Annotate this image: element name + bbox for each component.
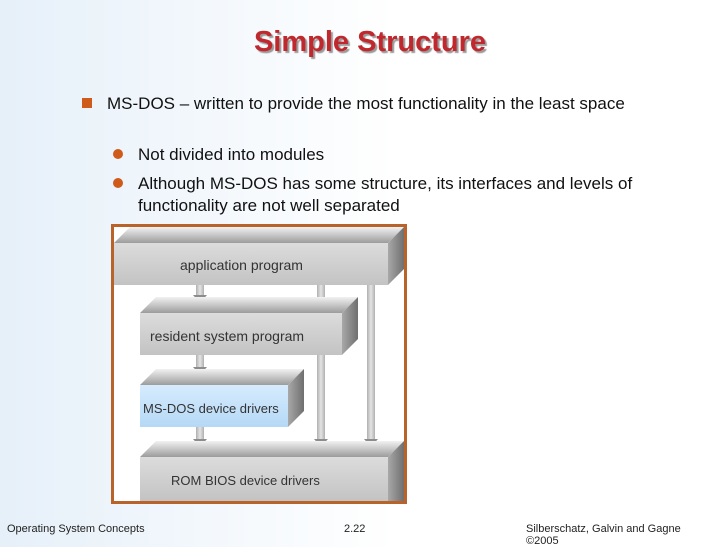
sub-bullet-text: Although MS-DOS has some structure, its … — [138, 174, 633, 215]
round-bullet-icon — [113, 178, 123, 188]
footer-authors: Silberschatz, Galvin and Gagne ©2005 — [526, 523, 681, 547]
layer-label-resident: resident system program — [150, 328, 305, 344]
layer-label-msdos-drivers: MS-DOS device drivers — [143, 401, 279, 416]
resident-system-program-layer — [140, 297, 358, 355]
layer-diagram-graphic — [114, 227, 404, 501]
layer-label-application: application program — [180, 257, 303, 273]
application-program-layer — [114, 227, 404, 285]
sub-bullet-text: Not divided into modules — [138, 145, 325, 164]
slide-title: Simple Structure — [253, 26, 487, 58]
footer-page-number: 2.22 — [344, 523, 366, 535]
rom-bios-device-drivers-layer — [140, 441, 404, 501]
footer-book-title: Operating System Concepts — [7, 523, 145, 535]
msdos-device-drivers-layer — [140, 369, 304, 427]
square-bullet-icon — [82, 98, 92, 108]
round-bullet-icon — [113, 149, 123, 159]
layer-label-rom-bios: ROM BIOS device drivers — [171, 473, 320, 488]
main-bullet-text: MS-DOS – written to provide the most fun… — [107, 94, 625, 113]
arrow-application-to-hardware — [364, 285, 378, 447]
msdos-layer-diagram: application program resident system prog… — [111, 224, 407, 504]
